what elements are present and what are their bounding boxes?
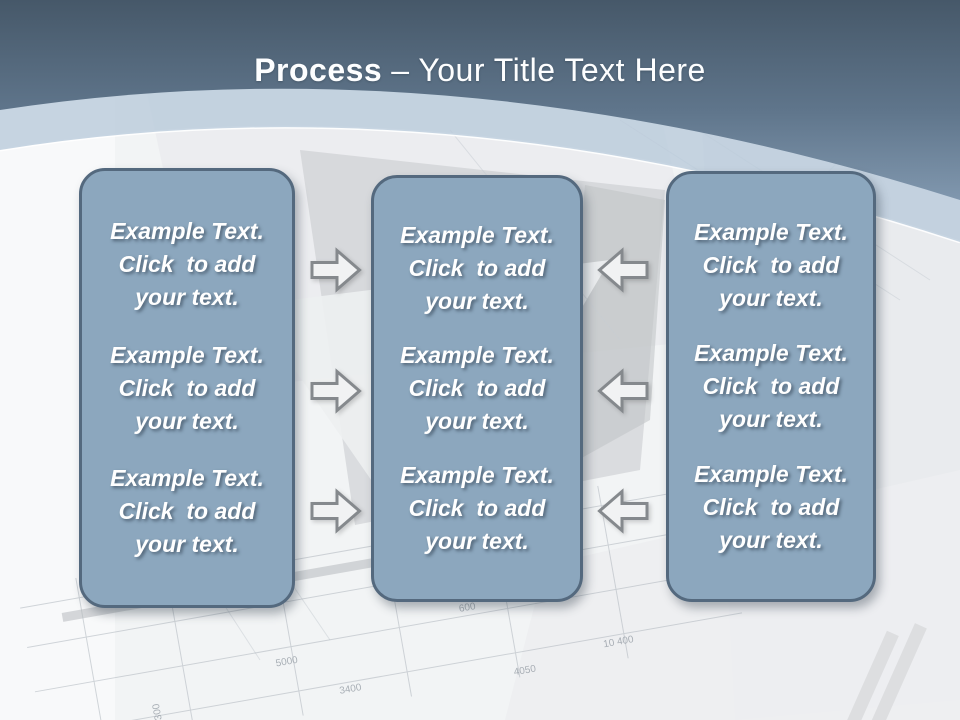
dimension-label: 4050 [513,663,537,678]
text-placeholder[interactable]: Example Text. Click to add your text. [675,337,867,436]
placeholder-line: your text. [135,284,239,311]
placeholder-line: Click to add [118,251,256,278]
placeholder-line: Click to add [702,252,840,278]
placeholder-line: your text. [135,407,239,434]
dimension-label: 600 [458,601,477,615]
process-box-left[interactable]: Example Text. Click to add your text. Ex… [79,168,295,608]
placeholder-line: Example Text. [110,464,264,491]
dimension-label: 10 400 [603,634,635,650]
text-placeholder[interactable]: Example Text. Click to add your text. [380,459,574,558]
placeholder-line: Click to add [118,374,256,401]
arrow-left-icon[interactable] [597,368,649,414]
dimension-label: 1300 [151,702,166,720]
placeholder-line: Click to add [118,497,256,524]
text-placeholder[interactable]: Example Text. Click to add your text. [88,215,286,314]
placeholder-line: Example Text. [110,341,264,368]
placeholder-line: Example Text. [400,222,554,248]
placeholder-line: Click to add [702,373,840,399]
arrow-left-icon[interactable] [597,247,649,293]
placeholder-line: Example Text. [694,461,848,487]
placeholder-line: Click to add [408,495,546,521]
placeholder-line: Click to add [702,494,840,520]
placeholder-line: Click to add [408,375,546,401]
text-placeholder[interactable]: Example Text. Click to add your text. [380,219,574,318]
placeholder-line: your text. [719,527,823,553]
arrow-left-icon[interactable] [597,488,649,534]
text-placeholder[interactable]: Example Text. Click to add your text. [675,458,867,557]
slide-title[interactable]: Process– Your Title Text Here [0,52,960,89]
process-box-right[interactable]: Example Text. Click to add your text. Ex… [666,171,876,602]
placeholder-line: Example Text. [694,219,848,245]
placeholder-line: your text. [425,528,529,554]
placeholder-line: Example Text. [694,340,848,366]
text-placeholder[interactable]: Example Text. Click to add your text. [88,339,286,438]
blueprint-dimension-labels: 3400 4050 5000 600 1300 10 400 [151,601,635,720]
placeholder-line: Example Text. [400,342,554,368]
placeholder-line: your text. [425,408,529,434]
dimension-label: 5000 [275,655,299,670]
arrow-right-icon[interactable] [310,488,362,534]
dimension-label: 3400 [339,682,363,697]
arrow-right-icon[interactable] [310,368,362,414]
placeholder-line: Example Text. [110,218,264,245]
arrow-right-icon[interactable] [310,247,362,293]
text-placeholder[interactable]: Example Text. Click to add your text. [675,216,867,315]
placeholder-line: your text. [719,406,823,432]
text-placeholder[interactable]: Example Text. Click to add your text. [380,339,574,438]
process-box-middle[interactable]: Example Text. Click to add your text. Ex… [371,175,583,602]
text-placeholder[interactable]: Example Text. Click to add your text. [88,462,286,561]
header-shape [0,0,960,200]
placeholder-line: your text. [719,285,823,311]
title-emphasis: Process [254,52,383,88]
title-regular: – Your Title Text Here [391,52,706,88]
placeholder-line: Click to add [408,255,546,281]
placeholder-line: Example Text. [400,462,554,488]
placeholder-line: your text. [425,288,529,314]
placeholder-line: your text. [135,530,239,557]
